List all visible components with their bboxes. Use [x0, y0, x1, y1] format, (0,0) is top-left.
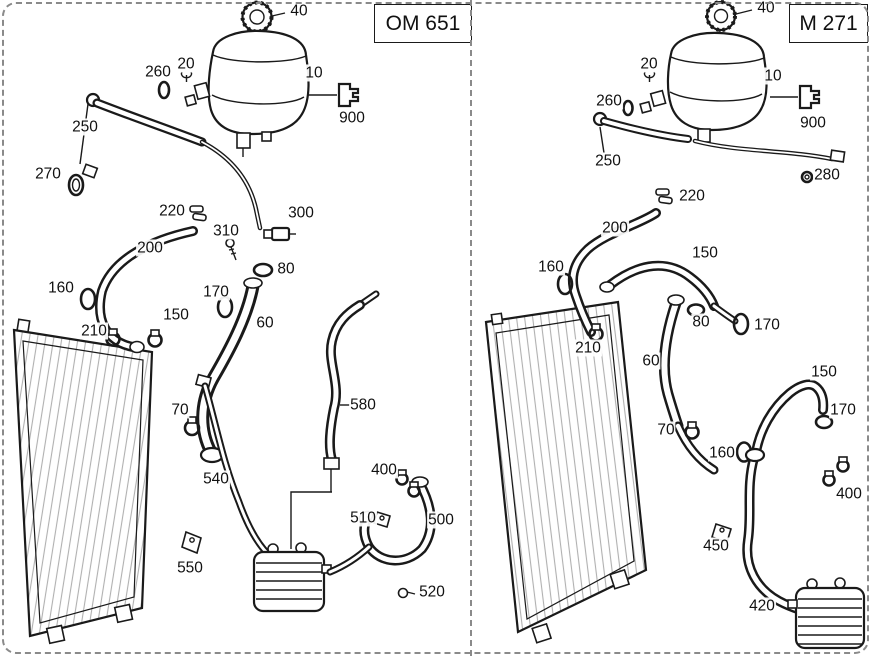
- panel-title-om651: OM 651: [374, 4, 472, 43]
- panel-divider: [470, 0, 472, 656]
- o-ring-260-icon: [157, 80, 171, 100]
- o-ring-80-icon: [686, 303, 706, 317]
- hose-60: [196, 277, 263, 464]
- o-ring-260-icon: [622, 99, 634, 117]
- bracket-450-icon: [711, 522, 732, 544]
- radiator: [12, 318, 154, 645]
- bracket-510-icon: [373, 510, 391, 529]
- o-ring-270-icon: [67, 173, 85, 197]
- o-ring-170-lower-icon: [814, 414, 834, 430]
- o-ring-80-icon: [252, 262, 274, 278]
- hose-580: [323, 290, 380, 492]
- connector-900-icon: [770, 84, 821, 110]
- oil-cooler: [787, 577, 866, 650]
- hose-420-assembly: [742, 379, 832, 622]
- clamp-400-icon: [822, 456, 850, 487]
- o-ring-160-icon: [556, 272, 574, 296]
- hose-250: [79, 92, 263, 231]
- panel-m271-art: [484, 0, 866, 650]
- panel-title-om651-label: OM 651: [385, 11, 461, 35]
- o-ring-160-icon: [79, 287, 97, 311]
- clamp-400-icon: [395, 469, 421, 498]
- hose-60: [658, 294, 719, 475]
- bracket-550-icon: [181, 530, 202, 555]
- expansion-tank-icon: [184, 0, 310, 157]
- bolt-310-icon: [225, 238, 237, 261]
- hose-540: [194, 373, 272, 558]
- clamp-150-icon: [147, 329, 163, 348]
- clamp-220-icon: [189, 205, 207, 222]
- o-ring-170-upper-icon: [732, 312, 750, 336]
- o-ring-170-icon: [216, 295, 234, 319]
- sensor-300-icon: [263, 226, 296, 242]
- fastener-20-icon: [643, 71, 656, 82]
- connector-900-icon: [308, 82, 360, 108]
- clamp-220-icon: [655, 188, 673, 205]
- fastener-20-icon: [180, 71, 193, 82]
- oil-cooler: [252, 491, 332, 613]
- hose-250: [592, 111, 846, 163]
- expansion-tank-icon: [639, 0, 768, 143]
- panel-om651-art: [12, 0, 436, 645]
- clamp-70-icon: [183, 416, 201, 437]
- panel-title-m271-label: M 271: [799, 11, 858, 35]
- clamp-70-icon: [684, 421, 700, 440]
- screw-520-icon: [397, 587, 416, 599]
- o-ring-280-icon: [800, 170, 814, 184]
- radiator: [484, 300, 648, 644]
- panel-title-m271: M 271: [789, 4, 868, 43]
